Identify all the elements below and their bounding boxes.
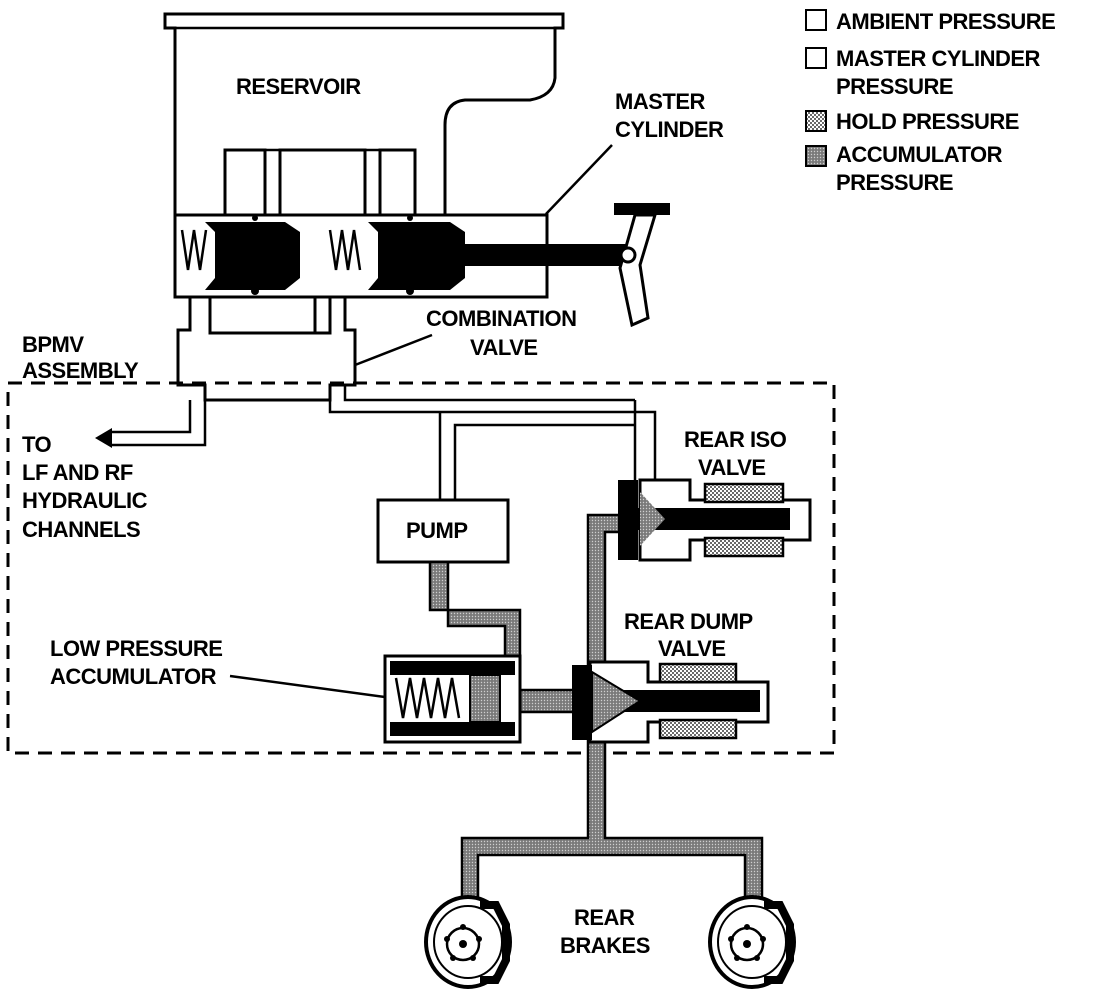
- label-to-channels-4: CHANNELS: [22, 517, 140, 542]
- legend-label-accumulator-1: ACCUMULATOR: [836, 142, 1003, 167]
- label-rear-brakes-1: REAR: [574, 905, 635, 930]
- label-rear-brakes-2: BRAKES: [560, 933, 650, 958]
- label-master-cylinder-1: MASTER: [615, 89, 706, 114]
- master-cylinder: [173, 213, 640, 299]
- label-rear-iso-1: REAR ISO: [684, 427, 787, 452]
- reservoir: [163, 12, 565, 217]
- rear-dump-valve: [572, 660, 770, 744]
- legend-label-accumulator-2: PRESSURE: [836, 170, 953, 195]
- label-to-channels-1: TO: [22, 432, 52, 457]
- legend: AMBIENT PRESSURE MASTER CYLINDER PRESSUR…: [805, 9, 1056, 195]
- label-combination-valve-1: COMBINATION: [426, 306, 577, 331]
- label-reservoir: RESERVOIR: [236, 74, 361, 99]
- label-lpa-2: ACCUMULATOR: [50, 664, 217, 689]
- combination-valve: [95, 295, 690, 508]
- label-lpa-1: LOW PRESSURE: [50, 636, 222, 661]
- rear-brake-left: [424, 895, 512, 989]
- label-bpmv-2: ASSEMBLY: [22, 358, 139, 383]
- legend-label-master-2: PRESSURE: [836, 74, 953, 99]
- leader-lines: [229, 144, 613, 699]
- label-rear-dump-2: VALVE: [658, 636, 726, 661]
- label-to-channels-2: LF AND RF: [22, 460, 133, 485]
- label-pump: PUMP: [406, 518, 468, 543]
- label-combination-valve-2: VALVE: [470, 335, 538, 360]
- brake-pedal: [614, 203, 670, 328]
- label-rear-iso-2: VALVE: [698, 455, 766, 480]
- label-bpmv-1: BPMV: [22, 332, 84, 357]
- legend-label-ambient: AMBIENT PRESSURE: [836, 9, 1055, 34]
- pump: [376, 498, 510, 564]
- legend-swatch-hold: [805, 110, 827, 132]
- rear-brake-right: [708, 895, 796, 989]
- low-pressure-accumulator: [383, 654, 522, 744]
- label-master-cylinder-2: CYLINDER: [615, 117, 724, 142]
- legend-swatch-master: [805, 47, 827, 69]
- legend-label-hold: HOLD PRESSURE: [836, 109, 1019, 134]
- rear-iso-valve: [618, 478, 812, 562]
- legend-swatch-ambient: [805, 9, 827, 31]
- legend-label-master-1: MASTER CYLINDER: [836, 46, 1041, 71]
- legend-swatch-accumulator: [805, 145, 827, 167]
- label-rear-dump-1: REAR DUMP: [624, 609, 753, 634]
- label-to-channels-3: HYDRAULIC: [22, 488, 148, 513]
